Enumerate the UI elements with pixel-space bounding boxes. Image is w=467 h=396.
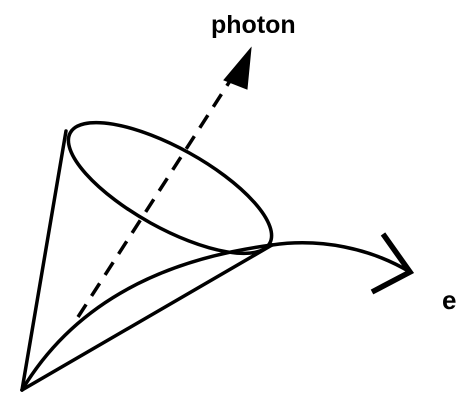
photon-arrowhead <box>223 46 252 90</box>
electron-label: e <box>442 285 456 315</box>
electron-curve-inner <box>20 243 274 392</box>
electron-trajectory <box>270 241 412 274</box>
electron-arrowhead <box>370 232 415 295</box>
cone-rim <box>66 120 274 256</box>
photon-label: photon <box>211 11 296 39</box>
cone-right-edge <box>20 243 274 392</box>
cone-left-edge <box>20 129 68 392</box>
